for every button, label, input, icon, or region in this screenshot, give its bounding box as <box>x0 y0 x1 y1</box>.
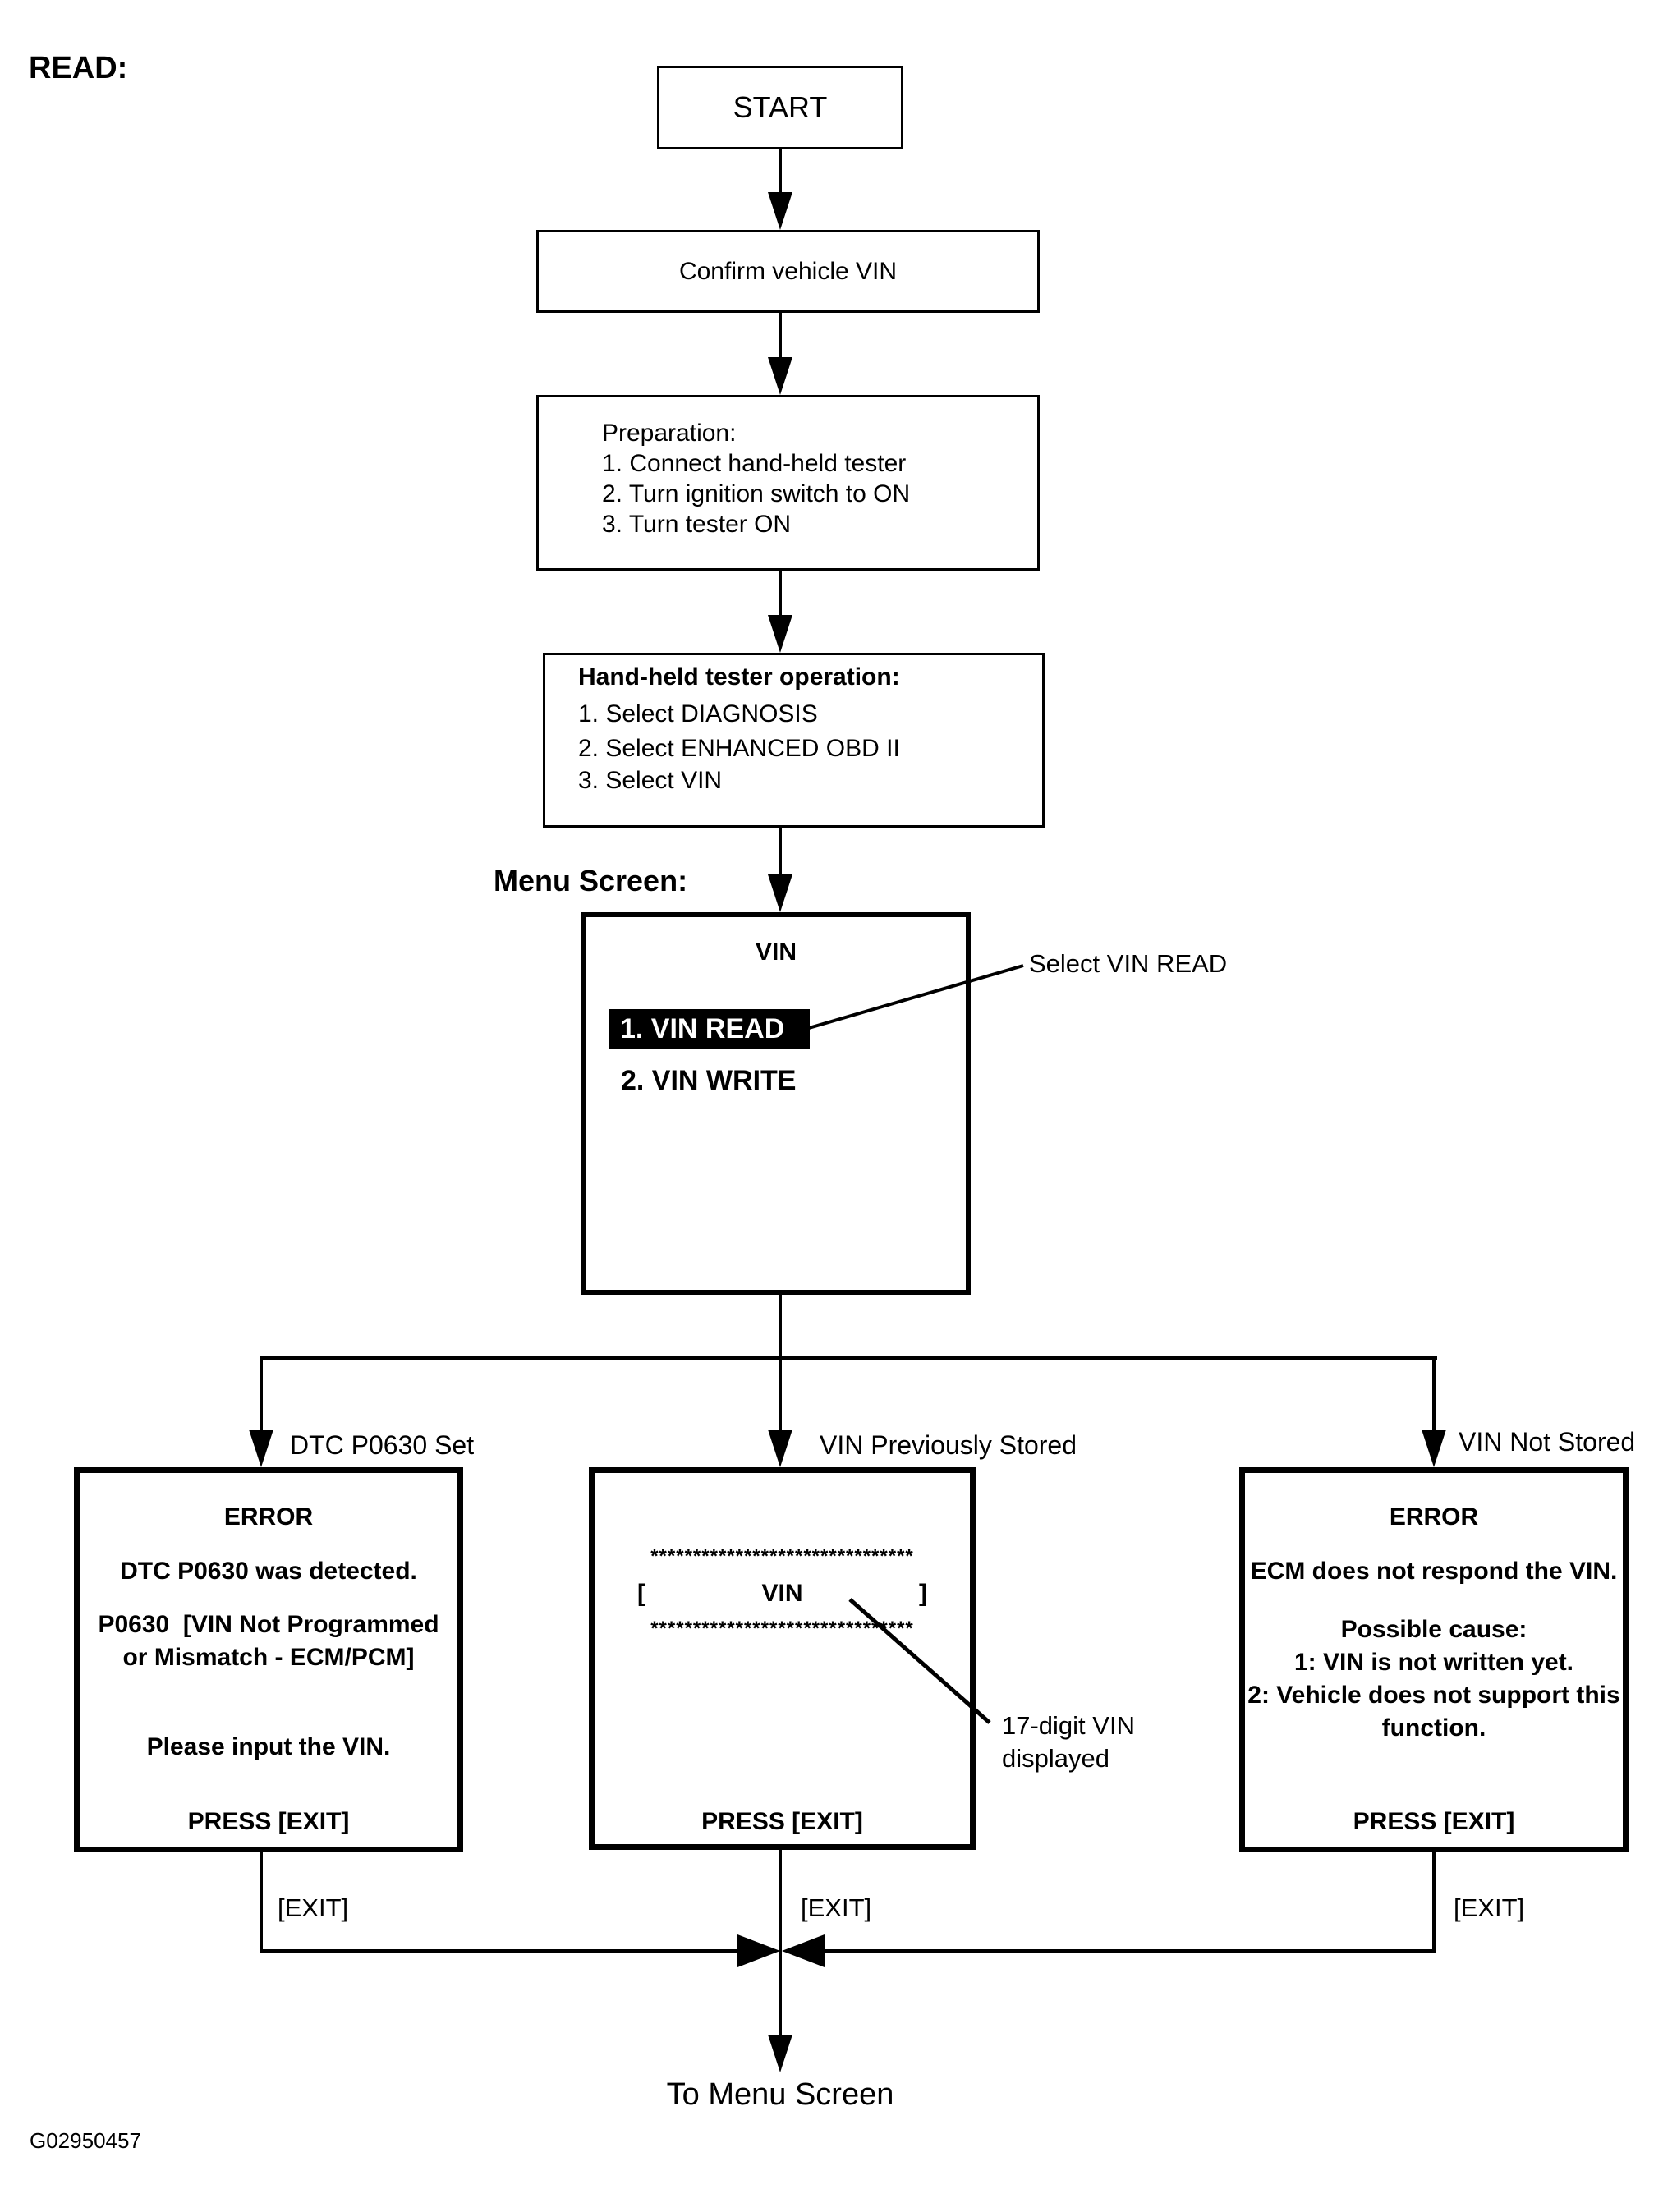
vin-bracket-row: [ VIN ] <box>595 1580 970 1616</box>
preparation-item: 1. Connect hand-held tester <box>602 450 907 477</box>
exit-drop-right <box>1432 1852 1436 1953</box>
branch-drop-middle <box>779 1360 782 1433</box>
screen-text-line: DTC P0630 was detected. <box>120 1558 417 1585</box>
menu-title: VIN <box>755 938 797 966</box>
exit-label-left: [EXIT] <box>278 1893 349 1922</box>
connector-confirm-preparation <box>779 313 782 358</box>
preparation-heading: Preparation: <box>602 420 737 447</box>
branch-split-line <box>260 1356 1437 1360</box>
menu-item-vin-read-selected: 1. VIN READ <box>609 1009 810 1049</box>
start-label: START <box>733 90 828 124</box>
bracket-close: ] <box>919 1580 927 1607</box>
exit-drop-left <box>260 1852 263 1953</box>
menu-screen-box: VIN 1. VIN READ 2. VIN WRITE <box>581 912 971 1295</box>
bracket-open: [ <box>637 1580 645 1607</box>
exit-label-right: [EXIT] <box>1454 1893 1525 1922</box>
callout-line: displayed <box>1002 1744 1109 1773</box>
screen-text-line: Possible cause: <box>1340 1616 1527 1643</box>
preparation-item: 3. Turn tester ON <box>602 511 792 538</box>
preparation-box: Preparation: 1. Connect hand-held tester… <box>536 395 1040 571</box>
screen-text-line: function. <box>1381 1714 1486 1742</box>
start-box: START <box>657 66 903 149</box>
to-menu-connector <box>779 1850 782 2036</box>
ecm-error-screen-box: ERROR ECM does not respond the VIN. Poss… <box>1239 1467 1629 1852</box>
arrow-left-icon <box>782 1934 825 1967</box>
stars-row: ******************************* <box>650 1618 914 1640</box>
screen-text-line: 1: VIN is not written yet. <box>1293 1649 1574 1676</box>
press-exit-line: PRESS [EXIT] <box>187 1808 350 1835</box>
page-title: READ: <box>29 51 128 85</box>
vin-digits-callout-label: 17-digit VIN displayed <box>1002 1709 1135 1775</box>
connector-menu-branch <box>779 1295 782 1360</box>
figure-code: G02950457 <box>30 2128 141 2153</box>
arrow-right-icon <box>737 1934 780 1967</box>
arrow-down-icon <box>768 2035 792 2072</box>
menu-screen-label: Menu Screen: <box>494 864 688 897</box>
error-title: ERROR <box>223 1503 314 1531</box>
error-title: ERROR <box>1389 1503 1479 1531</box>
press-exit-line: PRESS [EXIT] <box>1353 1808 1515 1835</box>
exit-merge-line-right <box>823 1949 1436 1953</box>
press-exit-line: PRESS [EXIT] <box>701 1808 863 1835</box>
confirm-vin-label: Confirm vehicle VIN <box>678 257 898 285</box>
stars-row: ******************************* <box>650 1545 914 1567</box>
vin-display-screen-box: ******************************* [ VIN ] … <box>589 1467 976 1850</box>
callout-line: 17-digit VIN <box>1002 1711 1135 1740</box>
screen-text-line: or Mismatch - ECM/PCM] <box>122 1644 415 1671</box>
screen-text-line: Please input the VIN. <box>146 1733 391 1760</box>
select-vin-read-callout-label: Select VIN READ <box>1029 949 1228 978</box>
arrow-down-icon <box>1422 1430 1446 1467</box>
arrow-down-icon <box>768 192 792 230</box>
screen-text-line: 2: Vehicle does not support this <box>1247 1682 1620 1709</box>
preparation-item: 2. Turn ignition switch to ON <box>602 480 911 507</box>
to-menu-screen-label: To Menu Screen <box>666 2077 894 2112</box>
tester-operation-item: 3. Select VIN <box>578 767 723 794</box>
screen-text-line: P0630 [VIN Not Programmed <box>98 1611 439 1638</box>
connector-tester-menu <box>779 828 782 875</box>
arrow-down-icon <box>768 1430 792 1467</box>
condition-label-vin-not-stored: VIN Not Stored <box>1459 1427 1636 1457</box>
dtc-error-screen-box: ERROR DTC P0630 was detected. P0630 [VIN… <box>74 1467 463 1852</box>
condition-label-dtc-p0630-set: DTC P0630 Set <box>290 1430 475 1460</box>
condition-label-vin-previously-stored: VIN Previously Stored <box>820 1430 1077 1460</box>
branch-drop-left <box>260 1356 263 1433</box>
exit-label-middle: [EXIT] <box>801 1893 872 1922</box>
tester-operation-heading: Hand-held tester operation: <box>578 663 900 691</box>
exit-merge-line-left <box>260 1949 741 1953</box>
menu-item-vin-write: 2. VIN WRITE <box>621 1065 797 1096</box>
branch-drop-right <box>1432 1356 1436 1433</box>
arrow-down-icon <box>768 357 792 395</box>
vin-display-title: VIN <box>761 1580 803 1607</box>
arrow-down-icon <box>249 1430 273 1467</box>
tester-operation-item: 2. Select ENHANCED OBD II <box>578 735 900 762</box>
screen-text-line: ECM does not respond the VIN. <box>1250 1558 1618 1585</box>
confirm-vin-box: Confirm vehicle VIN <box>536 230 1040 313</box>
arrow-down-icon <box>768 874 792 912</box>
connector-preparation-tester <box>779 571 782 616</box>
arrow-down-icon <box>768 615 792 653</box>
tester-operation-item: 1. Select DIAGNOSIS <box>578 700 818 727</box>
tester-operation-box: Hand-held tester operation: 1. Select DI… <box>543 653 1045 828</box>
connector-start-confirm <box>779 149 782 194</box>
